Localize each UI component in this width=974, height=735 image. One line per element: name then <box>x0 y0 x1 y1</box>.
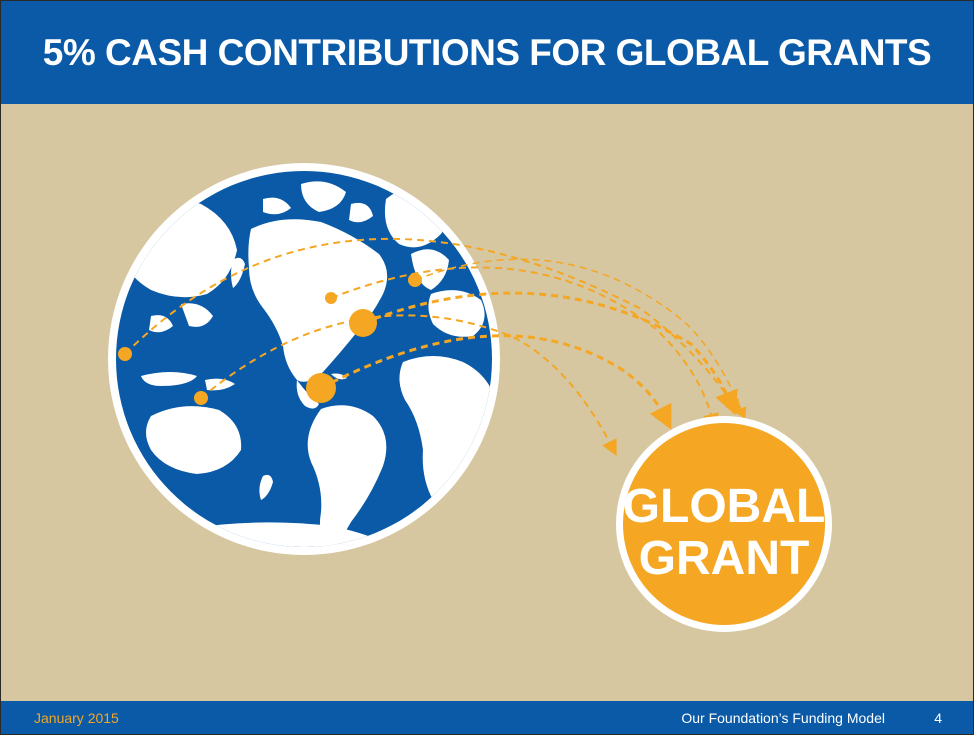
source-dot <box>349 309 377 337</box>
badge-line-2: GRANT <box>639 532 810 585</box>
slide-title: 5% CASH CONTRIBUTIONS FOR GLOBAL GRANTS <box>42 31 932 73</box>
footer-bar: January 2015 Our Foundation’s Funding Mo… <box>1 701 973 734</box>
page-number: 4 <box>934 710 942 726</box>
arrow-na-north-to-grant <box>330 266 719 430</box>
source-dot <box>408 273 422 287</box>
arrow-europe-to-grant <box>414 258 747 420</box>
badge-line-1: GLOBAL <box>623 480 826 533</box>
contribution-sources <box>118 273 422 405</box>
illustration: GLOBAL GRANT <box>108 163 832 632</box>
continents <box>116 181 492 547</box>
arrow-pacific-to-grant <box>200 314 617 457</box>
footer-subject: Our Foundation’s Funding Model <box>681 710 885 726</box>
globe-icon <box>108 163 500 555</box>
source-dot <box>306 373 336 403</box>
footer-date: January 2015 <box>34 710 119 726</box>
global-grant-badge: GLOBAL GRANT <box>616 416 832 632</box>
title-bar: 5% CASH CONTRIBUTIONS FOR GLOBAL GRANTS <box>1 1 973 104</box>
source-dot <box>194 391 208 405</box>
arrow-na-center-to-grant <box>362 291 738 416</box>
arrow-na-south-to-grant <box>320 334 672 430</box>
source-dot <box>325 292 337 304</box>
contribution-arrows <box>124 237 747 457</box>
source-dot <box>118 347 132 361</box>
